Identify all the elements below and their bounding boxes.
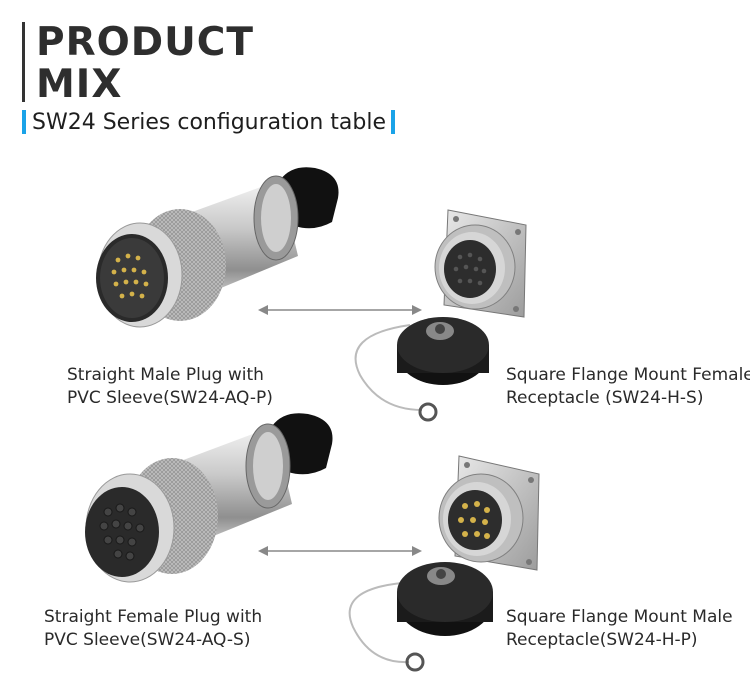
female-receptacle-caption: Square Flange Mount Female Receptacle (S… — [506, 364, 750, 410]
female-receptacle-caption-line2: Receptacle (SW24-H-S) — [506, 388, 704, 408]
section-subtitle: SW24 Series configuration table — [22, 108, 395, 136]
subtitle-left-accent — [22, 110, 26, 134]
female-plug-image — [85, 413, 333, 583]
male-receptacle-caption-line1: Square Flange Mount Male — [506, 607, 733, 627]
page-title-line2: MIX — [36, 62, 123, 107]
female-plug-caption-line1: Straight Female Plug with — [44, 607, 263, 627]
male-receptacle-caption-line2: Receptacle(SW24-H-P) — [506, 630, 698, 650]
male-plug-caption: Straight Male Plug with PVC Sleeve(SW24-… — [67, 364, 273, 410]
male-receptacle-caption: Square Flange Mount Male Receptacle(SW24… — [506, 606, 733, 652]
page-title-line1: PRODUCT — [36, 20, 255, 65]
page-title: PRODUCT MIX — [36, 22, 254, 106]
female-receptacle-caption-line1: Square Flange Mount Female — [506, 365, 750, 385]
title-accent-bar — [22, 22, 25, 102]
dust-cap-icon — [397, 562, 493, 636]
male-plug-image — [96, 167, 339, 328]
double-arrow-icon — [258, 305, 422, 315]
female-plug-caption-line2: PVC Sleeve(SW24-AQ-S) — [44, 630, 251, 650]
female-receptacle-image — [354, 209, 527, 422]
double-arrow-icon — [258, 546, 422, 556]
male-plug-caption-line2: PVC Sleeve(SW24-AQ-P) — [67, 388, 273, 408]
dust-cap-icon — [397, 317, 489, 385]
female-plug-caption: Straight Female Plug with PVC Sleeve(SW2… — [44, 606, 262, 652]
male-receptacle-image — [348, 455, 540, 672]
subtitle-right-accent — [391, 110, 395, 134]
subtitle-text: SW24 Series configuration table — [32, 109, 386, 135]
male-plug-caption-line1: Straight Male Plug with — [67, 365, 264, 385]
